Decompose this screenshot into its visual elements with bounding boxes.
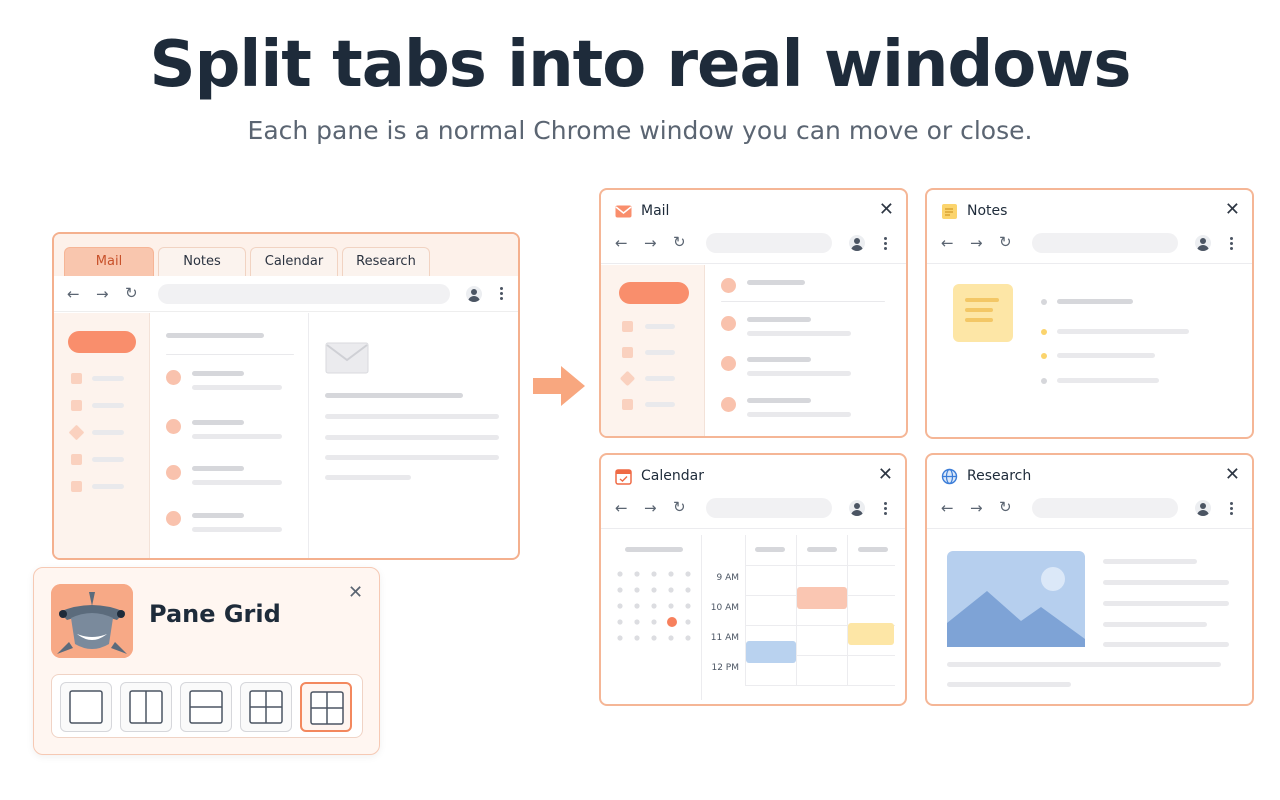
window-research[interactable]: Research ✕ ← → ↻: [925, 453, 1254, 706]
back-icon[interactable]: ←: [941, 499, 954, 517]
back-icon[interactable]: ←: [67, 285, 80, 303]
window-notes[interactable]: Notes ✕ ← → ↻: [925, 188, 1254, 439]
window-header: Calendar ✕ ← → ↻: [601, 455, 905, 529]
list-item-avatar: [166, 465, 181, 480]
menu-kebab-icon[interactable]: [500, 287, 504, 301]
forward-icon[interactable]: →: [644, 499, 657, 517]
envelope-icon: [325, 342, 369, 374]
menu-kebab-icon[interactable]: [1230, 237, 1234, 251]
address-bar[interactable]: [706, 233, 832, 253]
layout-columns-button[interactable]: [120, 682, 172, 732]
forward-icon[interactable]: →: [644, 234, 657, 252]
arrow-right-icon: [533, 366, 585, 406]
layout-grid-icon: [249, 690, 283, 724]
tab-calendar[interactable]: Calendar: [250, 247, 338, 276]
page-subtitle: Each pane is a normal Chrome window you …: [247, 116, 1033, 145]
menu-kebab-icon[interactable]: [1230, 502, 1234, 516]
layout-grid-selected-button[interactable]: [300, 682, 352, 732]
window-title: Mail: [641, 203, 670, 219]
close-icon[interactable]: ✕: [878, 199, 894, 220]
back-icon[interactable]: ←: [615, 234, 628, 252]
reload-icon[interactable]: ↻: [673, 233, 686, 251]
profile-icon[interactable]: [466, 286, 482, 302]
address-bar[interactable]: [1032, 233, 1178, 253]
label-icon: [71, 454, 82, 465]
address-bar[interactable]: [158, 284, 450, 304]
list-item-avatar: [166, 419, 181, 434]
tab-research[interactable]: Research: [342, 247, 430, 276]
folder-icon: [71, 400, 82, 411]
profile-icon[interactable]: [1195, 500, 1211, 516]
back-icon[interactable]: ←: [941, 234, 954, 252]
day-grid: [745, 535, 895, 686]
reload-icon[interactable]: ↻: [999, 233, 1012, 251]
layout-picker: [51, 674, 363, 738]
forward-icon[interactable]: →: [970, 499, 983, 517]
time-label: 11 AM: [710, 633, 739, 643]
tab-mail[interactable]: Mail: [64, 247, 154, 276]
profile-icon[interactable]: [849, 235, 865, 251]
image-placeholder-icon: [947, 551, 1085, 647]
back-icon[interactable]: ←: [615, 499, 628, 517]
compose-button[interactable]: [619, 282, 689, 304]
browser-toolbar: ← → ↻: [54, 276, 518, 312]
calendar-event[interactable]: [848, 623, 894, 645]
tab-notes[interactable]: Notes: [158, 247, 246, 276]
inbox-icon: [71, 373, 82, 384]
note-card: [953, 284, 1013, 342]
window-header: Research ✕ ← → ↻: [927, 455, 1252, 529]
window-title: Calendar: [641, 468, 704, 484]
layout-rows-button[interactable]: [180, 682, 232, 732]
menu-kebab-icon[interactable]: [884, 502, 888, 516]
address-bar[interactable]: [706, 498, 832, 518]
mail-icon: [615, 205, 632, 218]
menu-kebab-icon[interactable]: [884, 237, 888, 251]
list-item-avatar: [166, 370, 181, 385]
time-label: 12 PM: [711, 663, 739, 673]
layout-grid-button[interactable]: [240, 682, 292, 732]
layout-single-button[interactable]: [60, 682, 112, 732]
reload-icon[interactable]: ↻: [673, 498, 686, 516]
calendar-event[interactable]: [797, 587, 847, 609]
reload-icon[interactable]: ↻: [125, 284, 138, 302]
close-icon[interactable]: ✕: [348, 582, 364, 603]
star-icon: [68, 424, 85, 441]
profile-icon[interactable]: [1195, 235, 1211, 251]
time-label: 9 AM: [716, 573, 739, 583]
tab-strip: Mail Notes Calendar Research: [54, 234, 518, 276]
window-header: Mail ✕ ← → ↻: [601, 190, 906, 264]
close-icon[interactable]: ✕: [877, 464, 893, 485]
window-title: Research: [967, 468, 1032, 484]
mail-sidebar: [54, 313, 150, 558]
window-mail[interactable]: Mail ✕ ← → ↻: [599, 188, 908, 438]
window-title: Notes: [967, 203, 1008, 219]
calendar-icon: [615, 469, 632, 485]
layout-rows-icon: [189, 690, 223, 724]
source-browser-window: Mail Notes Calendar Research ← → ↻: [52, 232, 520, 560]
layout-grid-icon: [310, 691, 344, 725]
notes-icon: [942, 204, 957, 219]
calendar-event[interactable]: [746, 641, 796, 663]
trash-icon: [71, 481, 82, 492]
compose-button[interactable]: [68, 331, 136, 353]
close-icon[interactable]: ✕: [1224, 464, 1240, 485]
reload-icon[interactable]: ↻: [999, 498, 1012, 516]
forward-icon[interactable]: →: [96, 285, 109, 303]
close-icon[interactable]: ✕: [1224, 199, 1240, 220]
pane-grid-logo: [51, 584, 133, 658]
address-bar[interactable]: [1032, 498, 1178, 518]
globe-icon: [941, 468, 958, 485]
list-item-avatar: [166, 511, 181, 526]
profile-icon[interactable]: [849, 500, 865, 516]
layout-single-icon: [69, 690, 103, 724]
time-label: 10 AM: [710, 603, 739, 613]
page-title: Split tabs into real windows: [149, 28, 1132, 102]
mini-month-grid: [617, 571, 691, 641]
layout-columns-icon: [129, 690, 163, 724]
window-calendar[interactable]: Calendar ✕ ← → ↻ 9 AM 10 AM 11 AM 12 PM: [599, 453, 907, 706]
forward-icon[interactable]: →: [970, 234, 983, 252]
window-header: Notes ✕ ← → ↻: [927, 190, 1252, 264]
pane-grid-popup: Pane Grid ✕: [33, 567, 380, 755]
app-name: Pane Grid: [149, 600, 281, 628]
